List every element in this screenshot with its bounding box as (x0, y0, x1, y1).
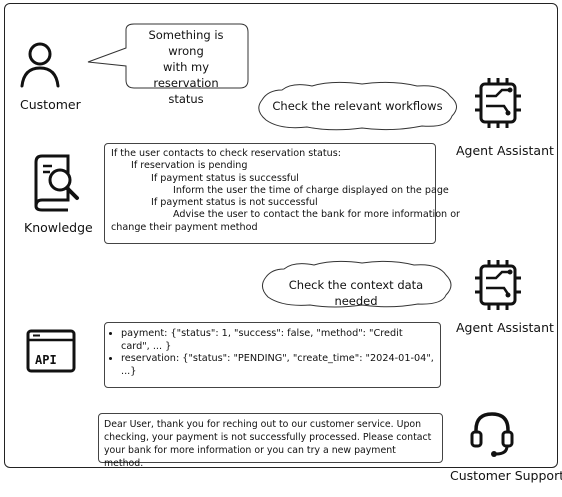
support-response-box: Dear User, thank you for reching out to … (98, 413, 443, 469)
check-context-text: Check the context data needed (288, 278, 424, 308)
customer-label: Customer (20, 97, 81, 112)
agent-assistant-label: Agent Assistant (456, 143, 554, 158)
knowledge-label: Knowledge (24, 220, 93, 235)
rule-line: If payment status is successful (151, 172, 299, 184)
customer-speech-bubble (87, 23, 249, 89)
chip-icon (475, 78, 521, 128)
agent-assistant-label: Agent Assistant (456, 320, 554, 335)
book-search-icon (34, 154, 79, 212)
api-label: API (35, 353, 57, 367)
api-data-box: payment: {"status": 1, "success": false,… (104, 322, 441, 388)
thought-cloud (262, 260, 452, 308)
rule-line: Inform the user the time of charge displ… (173, 184, 449, 196)
support-response-text: Dear User, thank you for reching out to … (104, 419, 432, 469)
customer-message: Something is wrong with my reservation s… (130, 27, 242, 107)
check-workflows-text: Check the relevant workflows (272, 99, 443, 113)
customer-message-line: status (168, 92, 204, 106)
rule-line: change their payment method (111, 221, 258, 233)
rule-line: If payment status is not successful (151, 197, 318, 209)
headset-icon (470, 412, 514, 457)
knowledge-rules-box: If the user contacts to check reservatio… (104, 143, 461, 244)
customer-message-line: Something is wrong (148, 28, 224, 58)
rule-line: If reservation is pending (131, 160, 248, 172)
api-payment-entry: payment: {"status": 1, "success": false,… (121, 328, 434, 353)
api-window-icon (26, 329, 76, 373)
rule-line: Advise the user to contact the bank for … (173, 209, 461, 221)
chip-icon (475, 260, 521, 310)
customer-message-line: with my reservation (153, 60, 219, 90)
customer-support-label: Customer Support (450, 468, 562, 483)
person-icon (20, 42, 60, 88)
api-reservation-entry: reservation: {"status": "PENDING", "crea… (121, 353, 434, 378)
rule-line: If the user contacts to check reservatio… (111, 148, 341, 159)
thought-cloud (258, 81, 457, 131)
